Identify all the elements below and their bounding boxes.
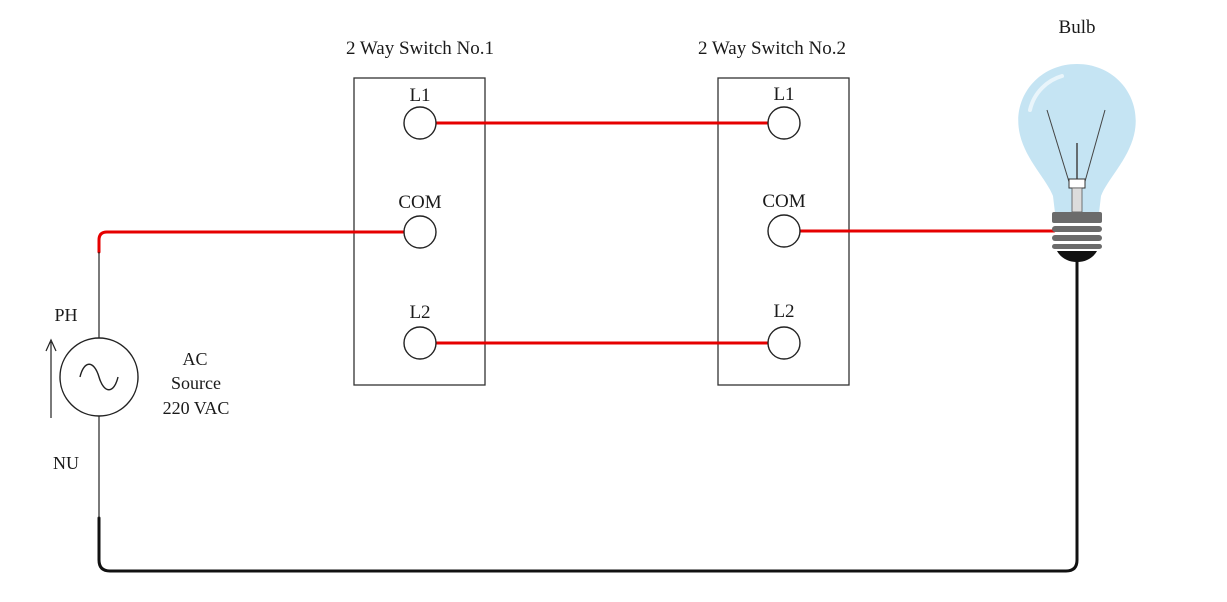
- bulb-filament-right: [1083, 109, 1106, 186]
- nu-label: NU: [53, 453, 79, 473]
- switch-2-com-terminal: [767, 214, 801, 248]
- switch-1-title: 2 Way Switch No.1: [346, 38, 494, 59]
- bulb-base: [1052, 212, 1102, 262]
- wire-nu-return: [97, 256, 1079, 573]
- switch-1-com-label: COM: [398, 192, 441, 213]
- source-label-line2: Source: [171, 373, 221, 393]
- ac-sine-icon: [79, 363, 119, 391]
- switch-1-l1-label: L1: [409, 85, 430, 106]
- neutral-wires: [97, 256, 1079, 573]
- bulb-glass: [1018, 64, 1136, 213]
- phase-wires: [97, 121, 1056, 345]
- bulb-highlight: [1028, 74, 1064, 112]
- ph-label: PH: [54, 305, 77, 325]
- switch-2-l1-label: L1: [773, 84, 794, 105]
- switch-2-l2-label: L2: [773, 301, 794, 322]
- source-label-line3: 220 VAC: [163, 398, 230, 418]
- bulb-icon: Bulb: [1018, 17, 1136, 262]
- up-arrow-icon: [45, 338, 57, 418]
- source-label-line1: AC: [182, 349, 207, 369]
- switch-1-l1-terminal: [403, 106, 437, 140]
- switch-1-l2-terminal: [403, 326, 437, 360]
- bulb-stem-cap: [1068, 178, 1086, 189]
- switch-2-l1-terminal: [767, 106, 801, 140]
- bulb-stem-neck: [1071, 187, 1083, 213]
- switch-1-l2-label: L2: [409, 302, 430, 323]
- wire-ph-to-com1: [97, 230, 406, 254]
- switch-2-l2-terminal: [767, 326, 801, 360]
- bulb-filament-left: [1046, 109, 1071, 186]
- switch-2-com-label: COM: [762, 191, 805, 212]
- bulb-label: Bulb: [1059, 17, 1096, 38]
- ac-source: PH NU AC Source 220 VAC: [45, 305, 230, 473]
- switch-2-title: 2 Way Switch No.2: [698, 38, 846, 59]
- switch-1-com-terminal: [403, 215, 437, 249]
